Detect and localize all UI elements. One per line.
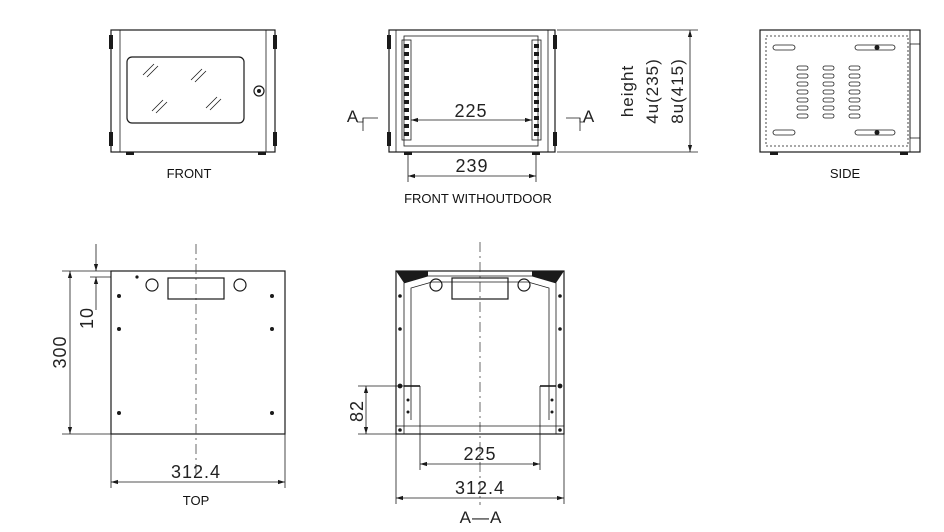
outer-width-value: 239 bbox=[455, 156, 488, 176]
inner-width-value: 225 bbox=[454, 101, 487, 121]
top-view: 300 10 312.4 TOP bbox=[50, 244, 286, 508]
top-panel-outline bbox=[110, 270, 286, 435]
left-mounting-rail bbox=[401, 39, 412, 141]
right-mounting-rail bbox=[531, 39, 542, 141]
front-cabinet-outline bbox=[110, 29, 276, 153]
glass-reflection-marks bbox=[142, 63, 222, 114]
side-panel-outline bbox=[759, 29, 921, 153]
side-view: SIDE bbox=[759, 29, 921, 181]
front-without-door-view: 225 239 A A height 4u(235) 8u(415) FRONT… bbox=[347, 29, 698, 206]
frame-outline bbox=[388, 29, 556, 153]
section-mark-left: A bbox=[347, 107, 359, 126]
section-view-label: A—A bbox=[460, 508, 503, 527]
height-note-line3: 8u(415) bbox=[668, 58, 687, 124]
top-width-value: 312.4 bbox=[171, 462, 221, 482]
section-corner-right bbox=[532, 271, 564, 283]
section-mark-right: A bbox=[583, 107, 595, 126]
section-cable-entry bbox=[451, 277, 509, 300]
section-outer-width-value: 312.4 bbox=[455, 478, 505, 498]
side-ventilation-slots bbox=[796, 65, 861, 119]
section-a-a-view: 82 225 312.4 A—A bbox=[347, 242, 565, 527]
top-screw-holes bbox=[117, 275, 274, 415]
door-lock-icon bbox=[253, 85, 265, 97]
top-offset-value: 10 bbox=[77, 307, 97, 329]
front-view: FRONT bbox=[109, 29, 277, 181]
height-note-line1: height bbox=[618, 65, 637, 117]
front-view-label: FRONT bbox=[167, 166, 212, 181]
side-view-label: SIDE bbox=[830, 166, 861, 181]
inner-opening bbox=[403, 35, 539, 147]
top-view-label: TOP bbox=[183, 493, 210, 508]
top-depth-value: 300 bbox=[50, 335, 70, 368]
height-note-line2: 4u(235) bbox=[643, 58, 662, 124]
section-base-height-value: 82 bbox=[347, 400, 367, 422]
glass-door-window bbox=[126, 56, 245, 124]
section-inner-width-value: 225 bbox=[463, 444, 496, 464]
top-cable-entry bbox=[167, 277, 225, 300]
rail-holes bbox=[404, 44, 539, 136]
section-corner-left bbox=[396, 271, 428, 283]
front-without-door-label: FRONT WITHOUTDOOR bbox=[404, 191, 552, 206]
